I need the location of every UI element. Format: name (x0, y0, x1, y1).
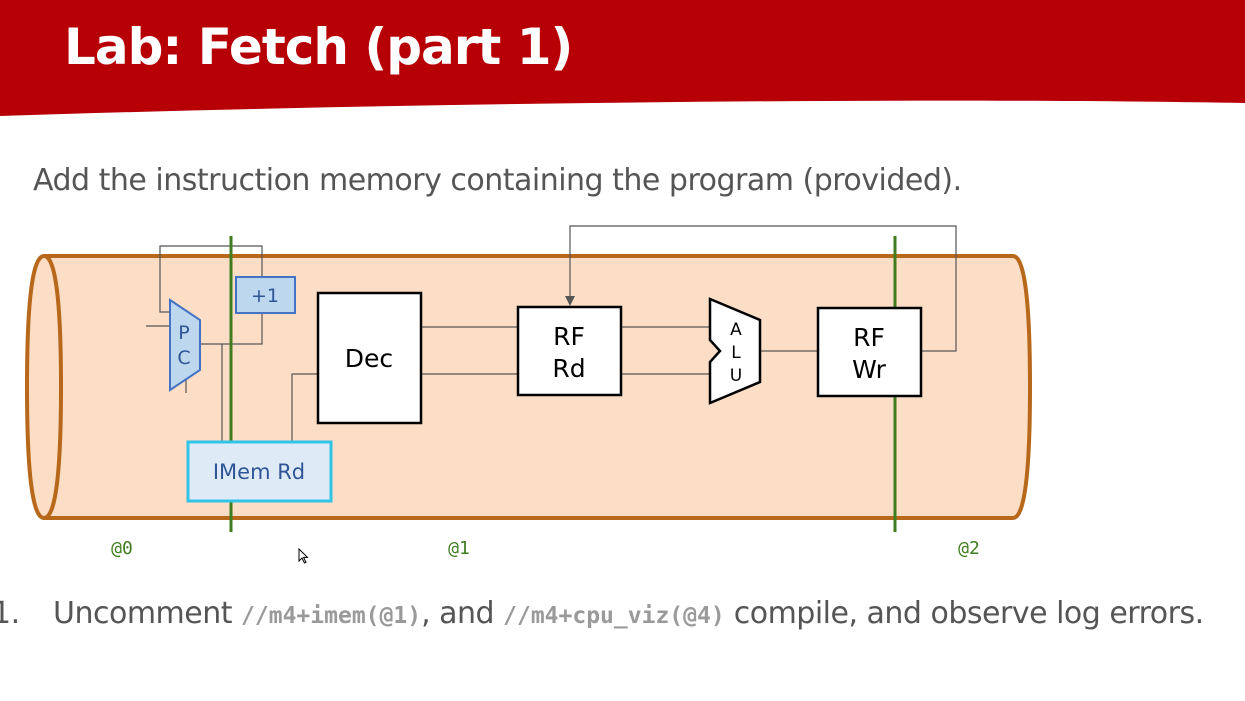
alu: A L U (708, 297, 762, 405)
writeback-arrow (565, 296, 575, 306)
stage-label-1: @1 (448, 538, 470, 559)
decode-label: Dec (345, 344, 393, 373)
slide-subtitle: Add the instruction memory containing th… (33, 163, 962, 198)
writeback-wire (569, 225, 957, 352)
rf-read-label-2: Rd (552, 354, 585, 383)
pc-letter-c: C (177, 347, 190, 369)
slide-title: Lab: Fetch (part 1) (64, 18, 573, 76)
instruction-number: 1. (0, 596, 20, 631)
decode-box: Dec (316, 291, 423, 425)
imem-box: IMem Rd (186, 440, 333, 503)
instruction-code-imem: //m4+imem(@1) (241, 603, 422, 629)
pc-letter-p: P (178, 322, 189, 344)
rf-write-box: RF Wr (816, 306, 923, 398)
alu-letter-l: L (731, 343, 741, 363)
instruction-text-1: Uncomment (53, 596, 242, 631)
rf-write-label-2: Wr (852, 355, 887, 384)
alu-letter-u: U (730, 366, 742, 386)
increment-box: +1 (235, 276, 296, 314)
instruction-text-3: compile, and observe log errors. (724, 596, 1204, 631)
alu-letter-a: A (730, 320, 742, 340)
stage-label-0: @0 (111, 538, 133, 559)
stage-label-2: @2 (958, 538, 980, 559)
instruction-text-2: , and (421, 596, 504, 631)
pc-register: P C (169, 298, 201, 392)
imem-to-dec-wire (291, 373, 318, 441)
instruction-code-cpu-viz: //m4+cpu_viz(@4) (503, 603, 725, 629)
rf-read-label-1: RF (553, 322, 585, 351)
imem-label: IMem Rd (213, 460, 305, 484)
header-band (0, 0, 1245, 116)
pc-feedback-wire (159, 245, 263, 313)
mouse-cursor-icon (298, 548, 309, 564)
pipeline-diagram: P C +1 IMem Rd Dec RF Rd A L U RF Wr @0 … (24, 225, 1033, 559)
increment-wire (198, 312, 263, 345)
rf-write-label-1: RF (853, 323, 885, 352)
rf-read-box: RF Rd (516, 305, 623, 397)
instruction-text: Uncomment //m4+imem(@1), and //m4+cpu_vi… (53, 590, 1233, 640)
increment-label: +1 (251, 285, 279, 307)
